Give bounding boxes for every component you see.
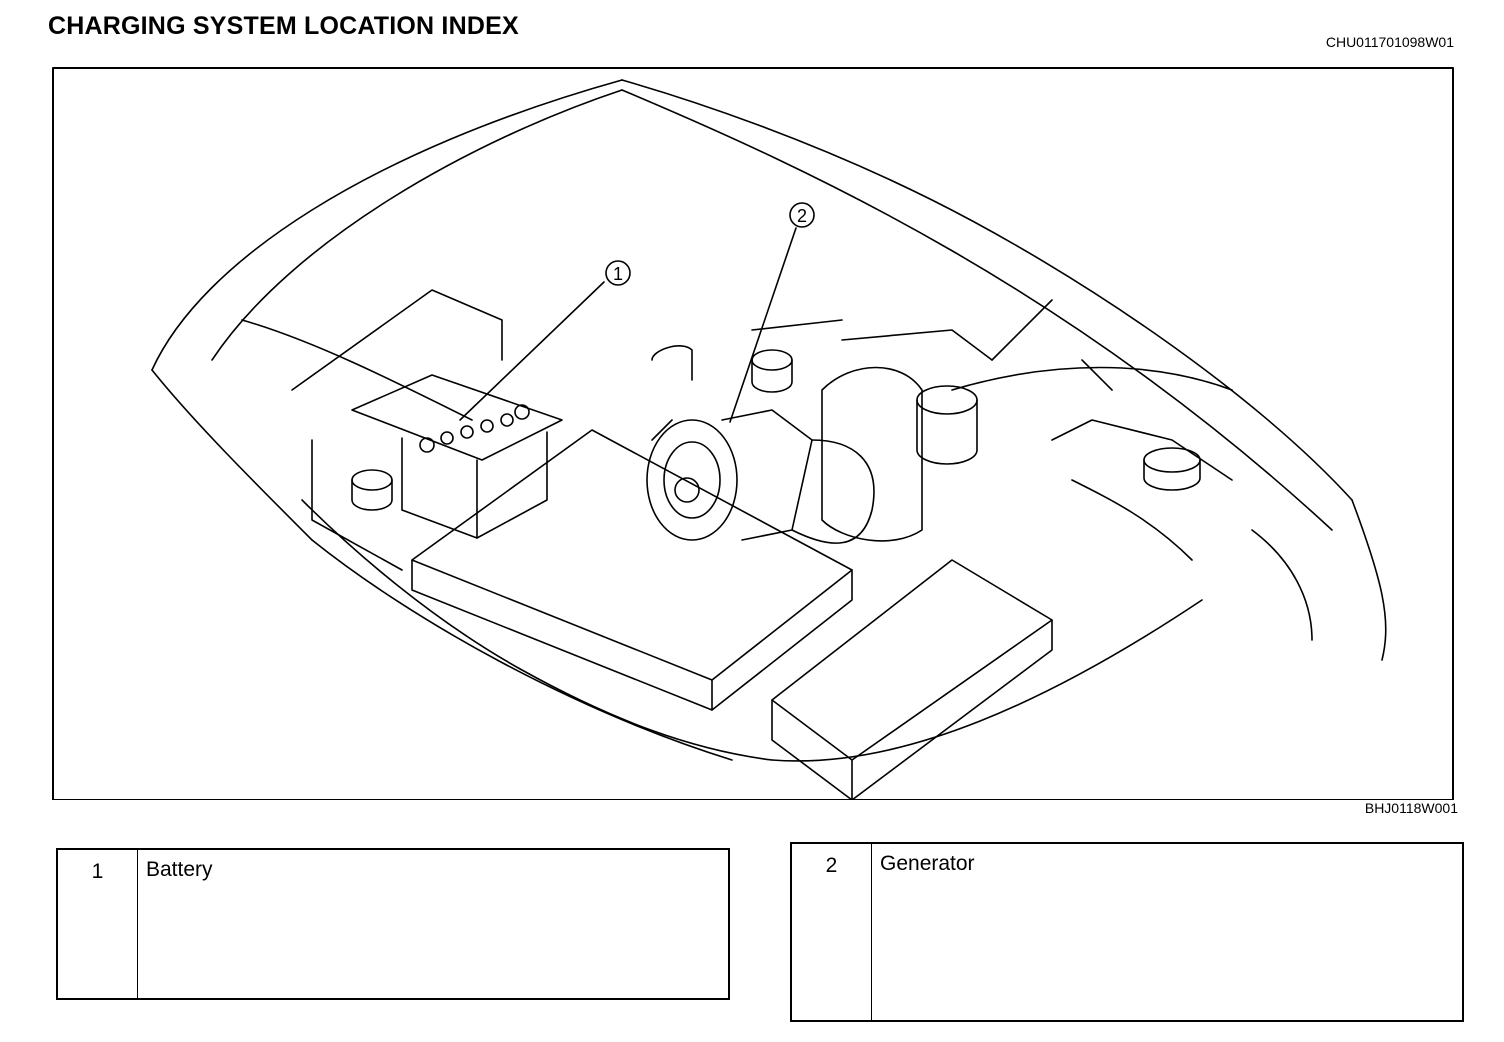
legend-number: 2 [792,844,872,1020]
callout-2: 2 [789,202,815,228]
reservoir-caps [351,349,1201,511]
svg-text:2: 2 [797,206,807,226]
legend-label: Generator [880,852,975,875]
figure-code: BHJ0118W001 [1364,800,1458,816]
callout-leaders [459,227,797,423]
callout-1: 1 [605,260,631,286]
document-code: CHU011701098W01 [1325,34,1454,50]
engine-bay-illustration: 1 2 [52,60,1456,800]
svg-text:1: 1 [613,264,623,284]
generator-shape [646,345,875,544]
battery-shape [291,289,563,571]
legend-number: 1 [58,850,138,998]
legend-item-battery: 1 Battery [56,848,730,1000]
engine-block [751,319,993,542]
legend-item-generator: 2 Generator [790,842,1464,1022]
engine-bay-body [241,299,1313,762]
hood-outline [151,79,1387,661]
radiator-support [411,429,1053,800]
legend-label: Battery [146,858,213,881]
page-title: CHARGING SYSTEM LOCATION INDEX [48,12,519,40]
